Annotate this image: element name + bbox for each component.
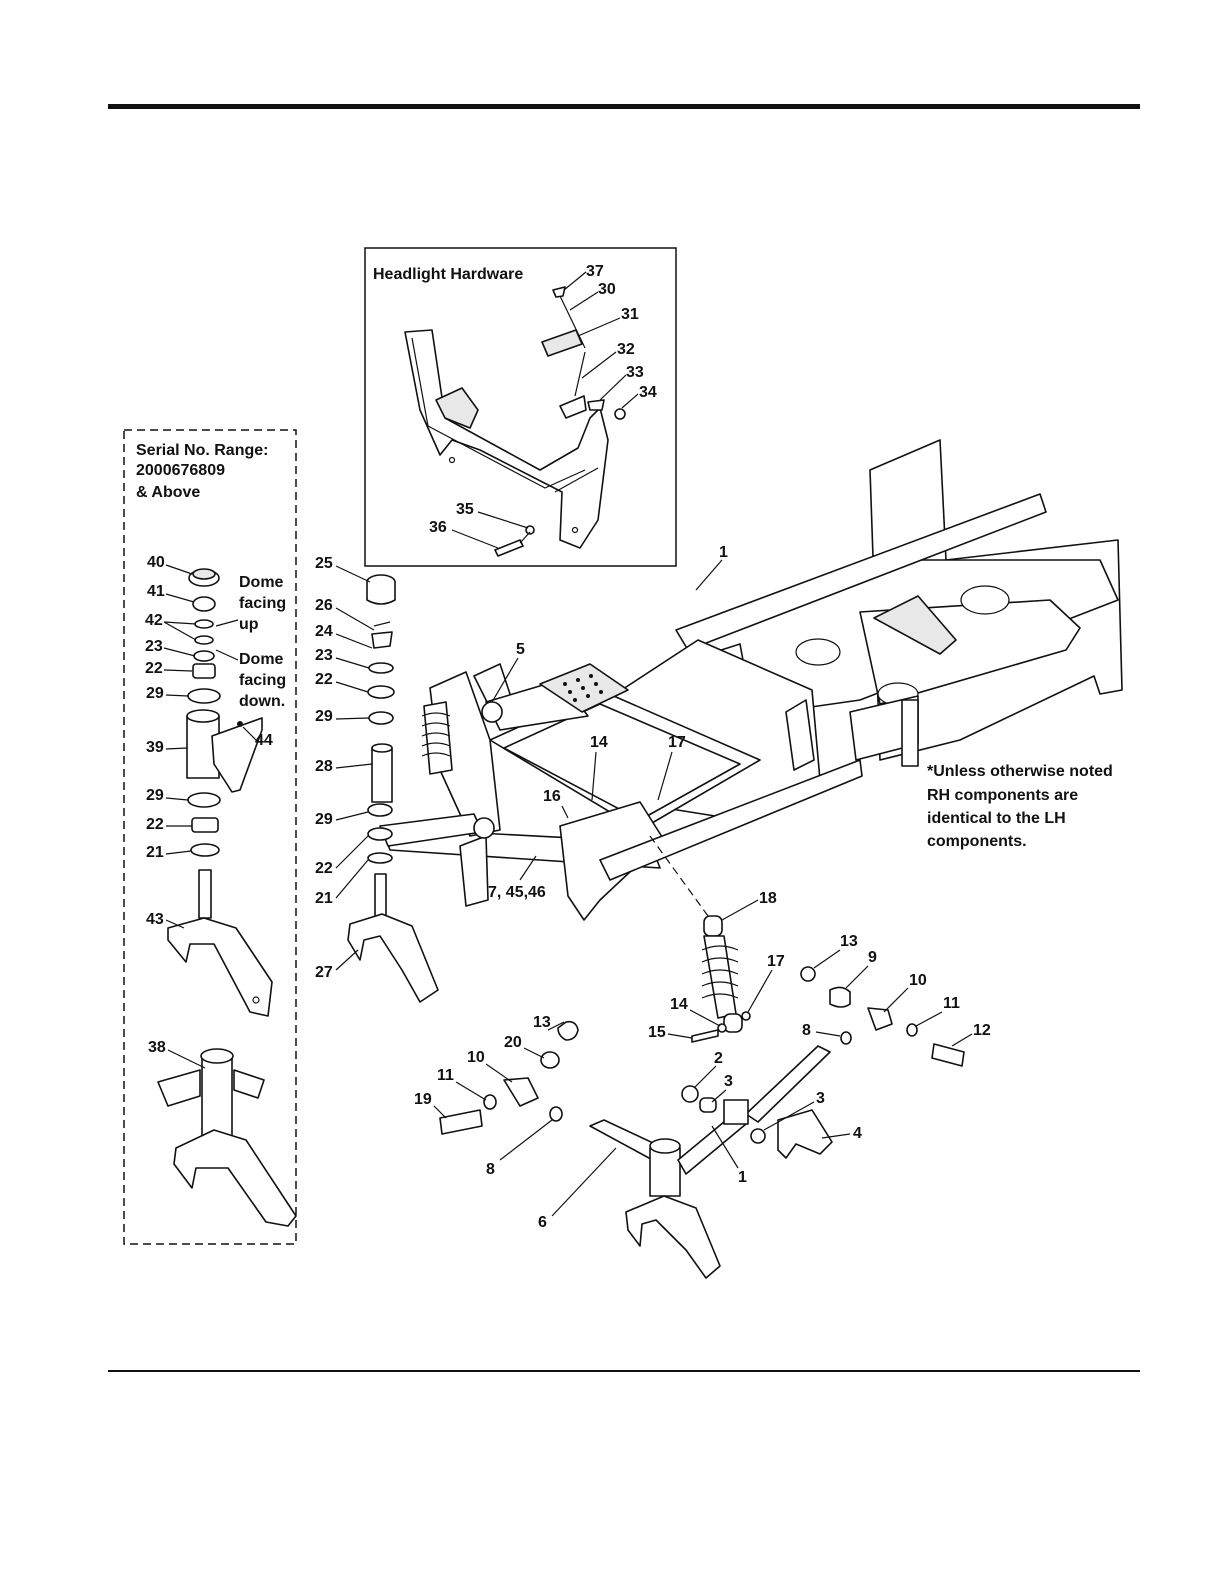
callout-19: 19 (414, 1091, 432, 1108)
serial-callout-23: 23 (145, 638, 163, 655)
serial-callout-21: 21 (146, 844, 164, 861)
callout-7-45-46: 7, 45,46 (488, 884, 546, 901)
callout-16: 16 (543, 788, 561, 805)
callout-5: 5 (516, 641, 525, 658)
callout-6: 6 (538, 1214, 547, 1231)
callout-14-lower: 14 (670, 996, 688, 1013)
serial-range-inset: Serial No. Range: 2000676809 & Above Dom… (123, 429, 297, 1245)
callout-26: 26 (315, 597, 333, 614)
callout-11-left: 11 (437, 1067, 454, 1084)
callout-24: 24 (315, 623, 333, 640)
callout-31: 31 (621, 306, 639, 323)
serial-callout-43: 43 (146, 911, 164, 928)
callout-8-left: 8 (486, 1161, 495, 1178)
callout-22-bottom: 22 (315, 860, 333, 877)
callout-30: 30 (598, 281, 616, 298)
serial-inset-parts (157, 568, 297, 1227)
caster-stack (347, 574, 439, 1003)
callout-22-top: 22 (315, 671, 333, 688)
callout-33: 33 (626, 364, 644, 381)
note-line-2: RH components are (927, 787, 1078, 804)
callout-21: 21 (315, 890, 333, 907)
note-line-3: identical to the LH (927, 810, 1066, 827)
dome-down-line-3: down. (239, 693, 285, 710)
callout-34: 34 (639, 384, 657, 401)
serial-callout-42: 42 (145, 612, 163, 629)
serial-title-line-2: 2000676809 (136, 462, 225, 479)
serial-callout-41: 41 (147, 583, 165, 600)
callout-17-top: 17 (668, 734, 686, 751)
callout-27: 27 (315, 964, 333, 981)
headlight-hardware-parts (494, 286, 626, 557)
serial-callout-22-bottom: 22 (146, 816, 164, 833)
main-frame-drawing (379, 439, 1123, 921)
callout-8-right: 8 (802, 1022, 811, 1039)
callout-4: 4 (853, 1125, 862, 1142)
callout-36: 36 (429, 519, 447, 536)
callout-23: 23 (315, 647, 333, 664)
callout-29-top: 29 (315, 708, 333, 725)
callout-3-left: 3 (724, 1073, 733, 1090)
callout-32: 32 (617, 341, 635, 358)
lower-assembly (439, 915, 965, 1279)
dome-up-line-3: up (239, 616, 259, 633)
callout-28: 28 (315, 758, 333, 775)
serial-callout-29-top: 29 (146, 685, 164, 702)
headlight-bracket-drawing (404, 329, 609, 549)
callout-12: 12 (973, 1022, 991, 1039)
serial-callout-39: 39 (146, 739, 164, 756)
dome-up-line-1: Dome (239, 574, 284, 591)
serial-callout-40: 40 (147, 554, 165, 571)
callout-15: 15 (648, 1024, 666, 1041)
serial-callout-22: 22 (145, 660, 163, 677)
callout-14-top: 14 (590, 734, 608, 751)
callout-2: 2 (714, 1050, 723, 1067)
callout-10-right: 10 (909, 972, 927, 989)
callout-11-right: 11 (943, 995, 960, 1012)
callout-13-left: 13 (533, 1014, 551, 1031)
callout-25: 25 (315, 555, 333, 572)
note-line-4: components. (927, 833, 1027, 850)
main-callouts: 1 5 25 26 24 23 22 29 28 29 22 21 27 14 … (315, 544, 991, 1231)
callout-17-lower: 17 (767, 953, 785, 970)
callout-29-bottom: 29 (315, 811, 333, 828)
callout-3-right: 3 (816, 1090, 825, 1107)
top-rule (108, 104, 1140, 109)
serial-callout-29-bottom: 29 (146, 787, 164, 804)
callout-9: 9 (868, 949, 877, 966)
callout-1-lower: 1 (738, 1169, 747, 1186)
callout-13-right: 13 (840, 933, 858, 950)
headlight-inset-frame (364, 247, 677, 567)
rh-components-note: *Unless otherwise noted RH components ar… (927, 763, 1113, 850)
headlight-inset-title: Headlight Hardware (373, 266, 523, 283)
callout-1-top: 1 (719, 544, 728, 561)
dome-down-line-2: facing (239, 672, 286, 689)
note-line-1: *Unless otherwise noted (927, 763, 1113, 780)
callout-37: 37 (586, 263, 604, 280)
dome-up-line-2: facing (239, 595, 286, 612)
serial-callout-44: 44 (255, 732, 273, 749)
callout-35: 35 (456, 501, 474, 518)
bottom-rule (108, 1370, 1140, 1372)
callout-20: 20 (504, 1034, 522, 1051)
dome-down-line-1: Dome (239, 651, 284, 668)
serial-callout-38: 38 (148, 1039, 166, 1056)
callout-18: 18 (759, 890, 777, 907)
headlight-hardware-inset: Headlight Hardware 37 30 31 (364, 247, 677, 567)
callout-10-left: 10 (467, 1049, 485, 1066)
serial-title-line-1: Serial No. Range: (136, 442, 268, 459)
serial-title-line-3: & Above (136, 484, 200, 501)
